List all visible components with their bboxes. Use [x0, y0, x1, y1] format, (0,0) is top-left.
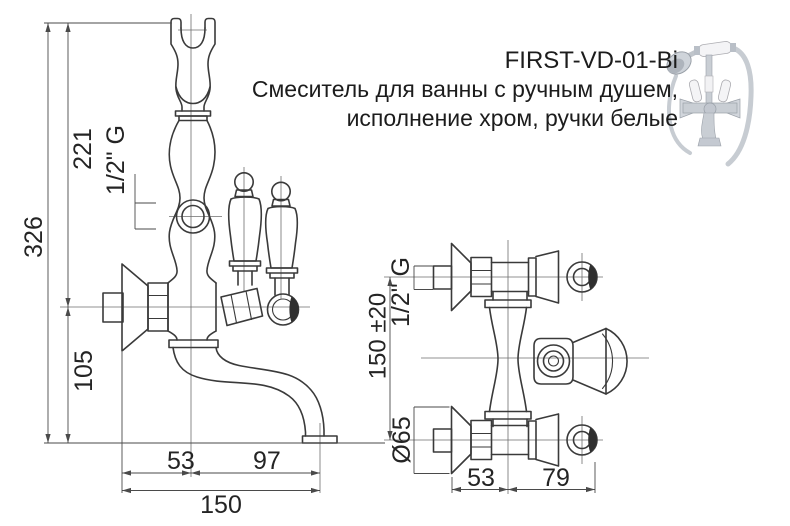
title-block: FIRST-VD-01-Bi Смеситель для ванны с руч… — [252, 46, 678, 133]
side-view-drawing — [102, 17, 338, 444]
bottom-inlet-connector — [432, 405, 598, 475]
dimension-labels: 326 221 105 1/2" G 53 97 150 150 ±20 1/2… — [20, 125, 570, 519]
dim-inlet-spacing: 150 ±20 — [365, 293, 392, 380]
flange-diameter-bracket — [413, 406, 450, 474]
spout-top-view — [572, 327, 628, 395]
dimension-arrows-top-view — [387, 277, 595, 493]
dim-total-depth: 150 — [200, 491, 242, 519]
dim-wall-to-body-side: 53 — [167, 447, 195, 475]
diverter-knob-dark-cap — [289, 296, 299, 323]
wall-mount-connector — [102, 263, 169, 352]
valve-housing — [220, 287, 264, 327]
shower-hose-port — [175, 199, 211, 234]
white-handle-right — [717, 79, 732, 103]
handle-rear — [264, 181, 299, 296]
photo-spout — [701, 112, 717, 140]
hand-shower — [666, 41, 736, 75]
stem-white-insert — [704, 75, 714, 93]
thread-leader-bracket — [134, 174, 156, 230]
dimension-arrows — [45, 23, 320, 494]
dim-lower-height: 105 — [70, 350, 98, 392]
dim-flange-diameter: Ø65 — [388, 416, 416, 463]
dim-body-to-handle: 79 — [542, 464, 570, 492]
diverter-housing — [533, 337, 574, 385]
top-inlet-connector — [432, 242, 598, 312]
product-description-line1: Смеситель для ванны с ручным душем, — [251, 76, 678, 102]
dim-thread-side: 1/2" G — [102, 125, 130, 195]
top-view-dimensions — [387, 265, 596, 493]
shower-face — [667, 58, 685, 74]
connecting-column — [484, 290, 532, 428]
dim-body-to-spout: 97 — [253, 447, 281, 475]
white-handle-left — [688, 79, 703, 103]
dim-total-height: 326 — [20, 216, 48, 258]
tub-spout — [172, 346, 338, 444]
dim-upper-height: 221 — [69, 128, 97, 170]
shower-holder-fork — [170, 17, 216, 122]
photo-spout-outlet — [697, 137, 722, 147]
product-photo — [666, 41, 754, 167]
product-description-line2: исполнение хром, ручки белые — [346, 105, 678, 131]
dim-wall-to-body-top: 53 — [467, 464, 495, 492]
side-view-dimensions — [44, 22, 385, 494]
top-view-centerlines — [384, 240, 649, 494]
product-model: FIRST-VD-01-Bi — [504, 47, 678, 74]
diverter-knob — [266, 293, 300, 326]
thread-leader-bracket-top — [413, 265, 433, 290]
handle-front — [227, 172, 263, 286]
shower-hose — [666, 45, 754, 167]
dim-thread-top: 1/2" G — [387, 257, 415, 327]
top-view-drawing — [432, 242, 628, 475]
mixer-body-photo — [679, 54, 741, 147]
faucet-body-column — [167, 119, 219, 349]
shower-grip — [697, 41, 733, 57]
